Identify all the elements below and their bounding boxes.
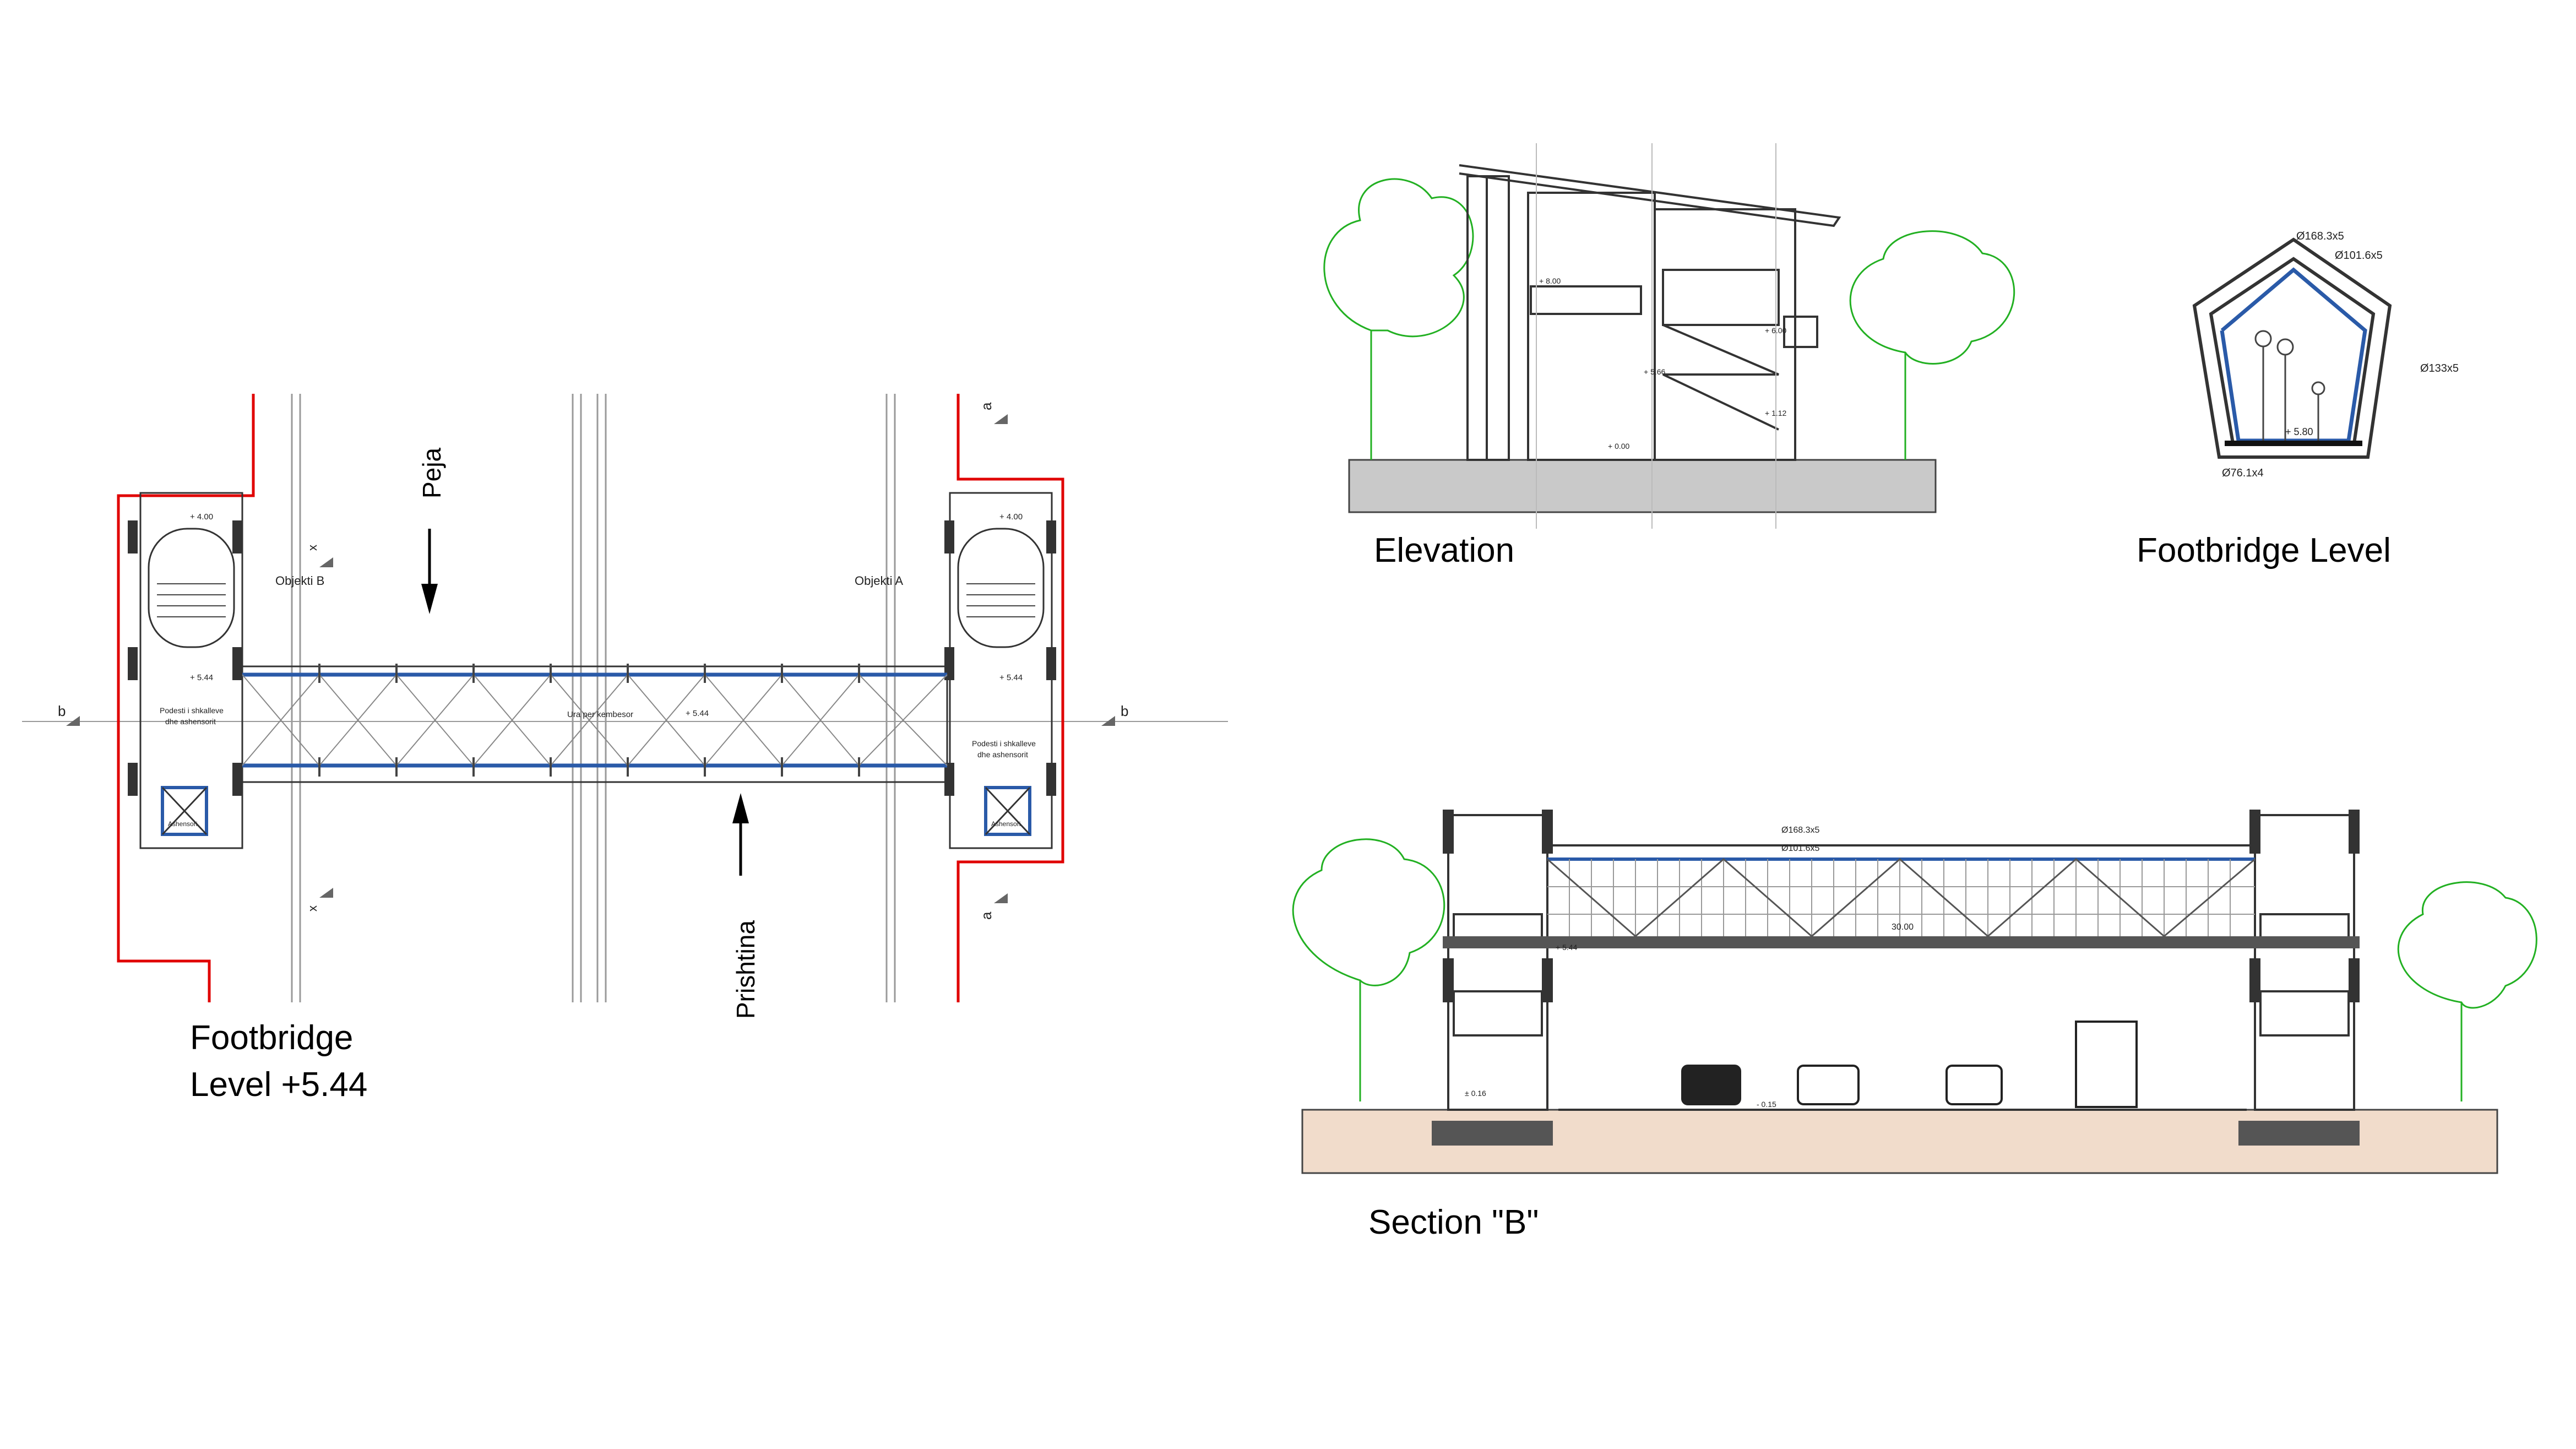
bridge-deck-plan [241,664,948,783]
north-label: Peja [417,448,446,498]
section-mark-a-top: a [978,402,994,410]
section-mark-b-left: b [58,703,66,719]
elevation-drawing: + 6.00 + 5.66 + 1.12 + 0.00 + 8.00 Eleva… [1323,143,2015,569]
cross-section-level: + 5.80 [2285,426,2313,437]
cross-section-title: Footbridge Level [2137,531,2391,569]
section-tree-right [2397,881,2537,1101]
section-mark-b-right: b [1121,703,1128,719]
elevation-frame [1459,164,1841,461]
arrow-to-prishtina [732,793,749,876]
section-tree-left [1292,838,1445,1101]
inner-glazing [2220,267,2367,443]
road-lines [291,394,896,1002]
south-label: Prishtina [731,920,760,1019]
section-level-ground: ± 0.16 [1465,1089,1486,1098]
elevation-tree-left [1323,178,1474,460]
vehicles [1681,1021,2138,1108]
level-landing-left: + 5.44 [190,673,213,682]
dim-side-tube: Ø133x5 [2420,362,2459,375]
section-dim-top2: Ø101.6x5 [1781,844,1819,853]
building-a-label: Objekti A [855,574,903,588]
elevation-level-5: + 6.00 [1765,326,1787,335]
elevation-title: Elevation [1374,531,1514,569]
dim-bottom-tube: Ø76.1x4 [2222,467,2264,479]
level-bridge: + 5.44 [686,709,709,718]
dim-outer-tube: Ø168.3x5 [2296,230,2344,242]
landing-left-line2: dhe ashensorit [165,717,216,726]
section-mark-x-bottom: x [306,905,319,911]
elevation-grid-lines [1536,143,1776,529]
elevation-level-3: + 1.12 [1765,409,1787,417]
people-figures [2254,330,2325,441]
section-mark-a-bottom: a [978,911,994,920]
section-dim-span: 30.00 [1892,922,1914,932]
building-b-label: Objekti B [275,574,324,588]
elevator-left-label: Ashensori [168,820,197,828]
section-b-drawing: Ø168.3x5 Ø101.6x5 30.00 + 5.44 ± 0.16 - … [1292,810,2537,1241]
landing-right-line1: Podesti i shkalleve [972,739,1036,748]
footbridge-plan: Footbridge Level +5.44 Peja Prishtina Ob… [22,394,1228,1104]
landing-right-line2: dhe ashensorit [977,750,1028,759]
property-boundary-right [957,394,1064,1002]
section-mark-x-top: x [306,545,319,551]
plan-title-line2: Level +5.44 [190,1066,367,1104]
footbridge-cross-section: Ø168.3x5 Ø101.6x5 Ø133x5 Ø76.1x4 + 5.80 … [2137,230,2459,569]
section-level-road: - 0.15 [1757,1100,1776,1109]
level-landing-right: + 5.44 [999,673,1023,682]
level-stair-right: + 4.00 [999,512,1023,522]
level-stair-left: + 4.00 [190,512,213,522]
section-bridge-truss [1443,844,2360,948]
elevation-level-4: + 0.00 [1608,442,1630,451]
stair-tower-right [949,492,1053,849]
elevation-tree-right [1849,230,2015,460]
columns-left [128,520,242,796]
plan-title-line1: Footbridge [190,1019,353,1057]
section-dim-top: Ø168.3x5 [1781,826,1819,835]
bridge-label: Ura per kembesor [567,710,633,719]
arrow-from-peja [421,529,438,614]
section-level-left: + 5.44 [1556,943,1578,952]
property-boundary-left [117,394,255,1002]
section-b-title: Section "B" [1368,1203,1539,1241]
landing-left-line1: Podesti i shkalleve [160,706,224,715]
elevation-level-2: + 5.66 [1644,367,1666,376]
dim-inner-tube: Ø101.6x5 [2335,249,2383,262]
stair-tower-left [139,492,243,849]
elevator-right-label: Ashensori [991,820,1020,828]
footings [1432,1121,2360,1146]
elevation-ground [1348,459,1937,513]
section-columns [1443,810,2360,1002]
elevation-level-1: + 8.00 [1539,276,1561,285]
section-markers [66,414,1115,903]
